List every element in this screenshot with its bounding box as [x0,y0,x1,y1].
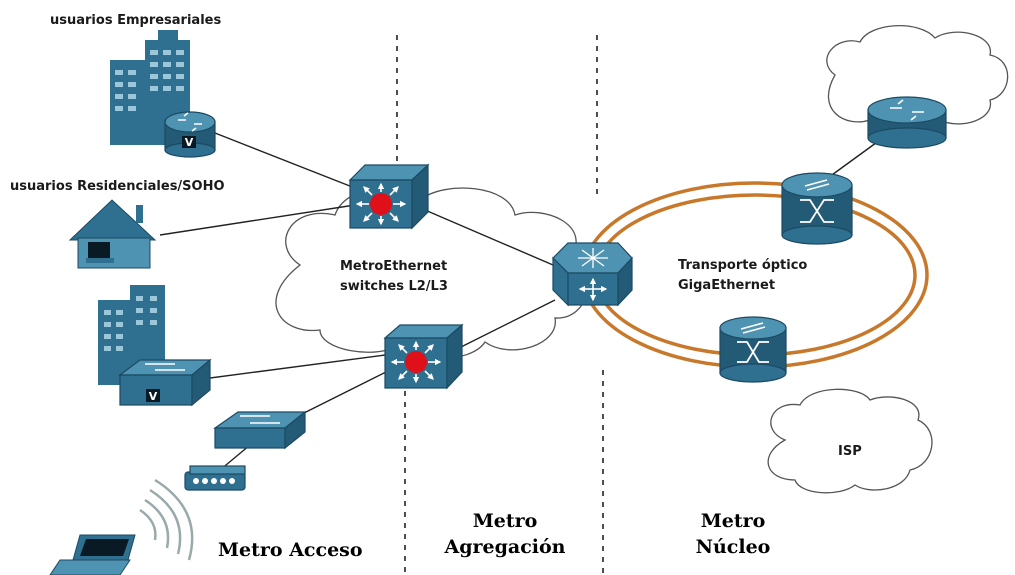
label-isp: ISP [838,444,862,459]
vpn-router-icon [164,111,216,158]
label-metroethernet-line1: MetroEthernet [340,259,447,274]
wireless-signal-icon [139,478,194,561]
optical-core-bottom-icon [719,316,787,383]
zone-label-agregacion-line1: Metro [473,510,538,532]
switch-badge: V [149,390,158,403]
access-switch-icon [213,410,307,450]
label-metroethernet-line2: switches L2/L3 [340,279,448,294]
aggregation-switch-icon [552,242,633,307]
optical-core-top-icon [781,172,853,245]
isp-cloud [767,388,933,494]
metro-switch-top-icon [348,163,430,230]
label-transporte-line1: Transporte óptico [678,258,807,273]
link-router-switch-top [214,132,361,191]
home-icon [68,199,157,269]
link-switchtop-agg [424,209,561,269]
zone-label-nucleo-line1: Metro [701,510,766,532]
label-transporte-line2: GigaEthernet [678,278,775,293]
label-usuarios-empresariales: usuarios Empresariales [50,13,221,28]
label-usuarios-residenciales: usuarios Residenciales/SOHO [10,179,225,194]
link-switch-small-switchbottom [299,369,391,416]
router-badge: V [185,136,194,149]
link-switchv-switchbottom [194,354,386,381]
zone-label-acceso: Metro Acceso [218,539,363,561]
metro-switch-bottom-icon [383,323,464,390]
link-switchbottom-agg [454,299,556,351]
internet-router-icon [867,96,947,149]
link-core-top-router [824,139,881,181]
zone-label-nucleo-line2: Núcleo [696,536,771,558]
laptop-icon [49,534,136,575]
vpn-switch-icon [118,358,212,407]
zone-label-agregacion-line2: Agregación [444,536,566,558]
wireless-modem-icon [184,465,246,491]
link-home-switch-top [159,204,356,236]
